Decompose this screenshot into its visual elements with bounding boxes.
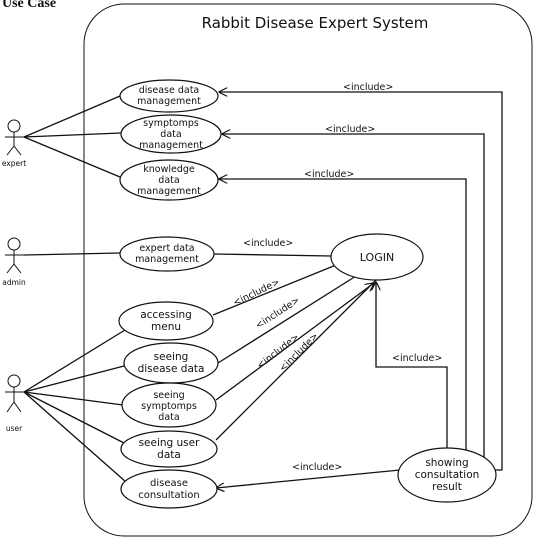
uc-symptomps-data-management xyxy=(120,114,222,154)
assoc-user-seeing-disease xyxy=(23,365,125,393)
include-user-data-login xyxy=(215,279,377,441)
label-include-3: <include> xyxy=(304,169,354,180)
assoc-user-disease-consultation xyxy=(23,391,127,483)
uc-accessing-menu xyxy=(118,301,214,341)
header-fragment: Use Case xyxy=(2,0,56,11)
label-include-2: <include> xyxy=(325,124,375,135)
include-expert-data-login xyxy=(213,253,332,257)
include-symptomps-view-login xyxy=(215,283,374,401)
uc-disease-consultation xyxy=(120,469,218,509)
assoc-user-accessing-menu xyxy=(23,329,126,393)
actors: expert admin user xyxy=(2,119,26,433)
label-include-7: <include> xyxy=(231,277,281,309)
system-boundary xyxy=(83,3,533,537)
assoc-admin-expert-data xyxy=(23,252,121,256)
assoc-expert-disease-data xyxy=(23,95,121,138)
label-include-1: <include> xyxy=(343,82,393,93)
actor-expert xyxy=(5,119,24,156)
uc-login xyxy=(330,233,424,281)
associations xyxy=(23,95,127,483)
uc-knowledge-data-management xyxy=(119,159,219,201)
assoc-expert-knowledge-data xyxy=(23,136,121,178)
assoc-expert-symptomps-data xyxy=(23,132,122,138)
include-labels: <include> <include> <include> <include> … xyxy=(231,82,442,473)
actor-user-label: user xyxy=(6,424,23,433)
label-include-4: <include> xyxy=(243,238,293,249)
uc-showing-consultation-result xyxy=(397,447,497,503)
uc-seeing-symptomps-data xyxy=(121,382,217,428)
use-cases xyxy=(118,79,497,509)
uc-expert-data-management xyxy=(119,236,215,272)
uc-disease-data-management xyxy=(119,79,219,113)
include-consultation xyxy=(216,469,401,488)
uc-seeing-user-data xyxy=(120,430,218,468)
include-menu-login xyxy=(212,264,337,316)
actor-expert-label: expert xyxy=(2,159,26,168)
label-include-6: <include> xyxy=(292,462,342,473)
assoc-user-seeing-symptomps xyxy=(23,391,124,406)
label-include-5: <include> xyxy=(392,353,442,364)
actor-admin xyxy=(5,237,24,274)
actor-user xyxy=(5,374,24,413)
system-title: Rabbit Disease Expert System xyxy=(202,14,429,32)
include-login-from-result xyxy=(376,282,448,457)
include-disease-data xyxy=(219,92,503,471)
include-disease-view-login xyxy=(217,275,357,364)
assoc-user-seeing-user-data xyxy=(23,391,127,445)
actor-admin-label: admin xyxy=(2,278,26,287)
include-symptomps-data xyxy=(222,134,485,467)
uc-login-label: LOGIN xyxy=(360,251,394,264)
